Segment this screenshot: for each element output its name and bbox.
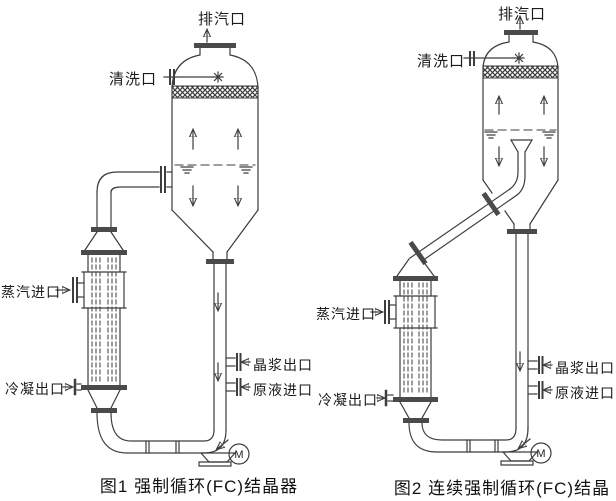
fig1-liquid-level [174,164,256,174]
fig1-cleaning-nozzle [163,69,224,85]
spray-star-icon [513,52,525,64]
fig2-motor-circle [530,442,552,464]
fig1-vessel [171,43,259,264]
fig2-circulation-pipe [515,233,529,429]
fig1-cleaning-port-label: 清洗口 [109,71,158,88]
fig2-feed-nozzle [527,381,553,399]
fig1-condensate-outlet-label: 冷凝出口 [5,381,65,397]
fig2-bottom-piping [408,422,506,453]
fig2-cleaning-port-label: 清洗口 [417,53,466,70]
fig2-condensate-outlet-label: 冷凝出口 [318,392,378,408]
fig1-feed-inlet-label: 原液进口 [253,382,313,398]
level-symbol-icon [180,166,194,174]
fig2-demister-band [482,65,559,79]
fig2-flow-arrows [499,97,544,165]
fig1-steam-inlet-label: 蒸汽进口 [1,284,61,300]
fig1-feed-nozzle [225,378,251,396]
level-symbol-icon [542,131,556,139]
figure1-caption: 图1 强制循环(FC)结晶器 [99,477,299,496]
fig1-slurry-outlet-label: 晶浆出口 [253,357,313,373]
fig1-pump: M [198,429,250,467]
fig1-condensate-nozzle [62,378,82,396]
fig2-liquid-level [484,129,557,139]
fig2-cleaning-nozzle [463,51,525,66]
fig1-motor-label: M [234,449,243,461]
fig2-pump: M [500,427,552,466]
fig2-heat-exchanger [393,258,438,423]
fig2-condensate-nozzle [376,389,394,407]
fig2-slurry-outlet-label: 晶浆出口 [555,360,615,376]
fig2-motor-label: M [536,448,545,460]
fig1-steam-inlet-nozzle [55,277,85,303]
fig2-steam-inlet-label: 蒸汽进口 [316,306,376,322]
figure2-drawing: M [370,17,559,466]
fig1-motor-circle [228,443,250,465]
fig2-feed-inlet-label: 原液进口 [555,385,615,401]
fig2-steam-inlet-nozzle [370,300,397,324]
fig1-bottom-piping [96,412,204,454]
fig2-internal-funnel [509,139,533,196]
figure1-drawing: M [55,30,259,467]
fig1-heat-exchanger [81,191,127,413]
fig2-diagonal-pipe [408,188,518,266]
figure2-caption: 图2 连续强制循环(FC)结晶器 [393,479,611,498]
spray-star-icon [212,71,224,83]
level-symbol-icon [239,166,253,174]
fig2-exhaust-port-label: 排汽口 [498,6,547,23]
fig2-vessel [482,30,559,234]
fig1-slurry-nozzle [225,353,251,371]
fig1-exhaust-port-label: 排汽口 [198,11,247,28]
fig1-circulation-pipe [213,263,227,431]
fig1-flow-arrows [193,130,238,205]
level-symbol-icon [484,131,498,139]
fig1-demister-band [171,85,259,99]
fig1-return-pipe [96,166,173,193]
fig2-slurry-nozzle [527,356,553,374]
